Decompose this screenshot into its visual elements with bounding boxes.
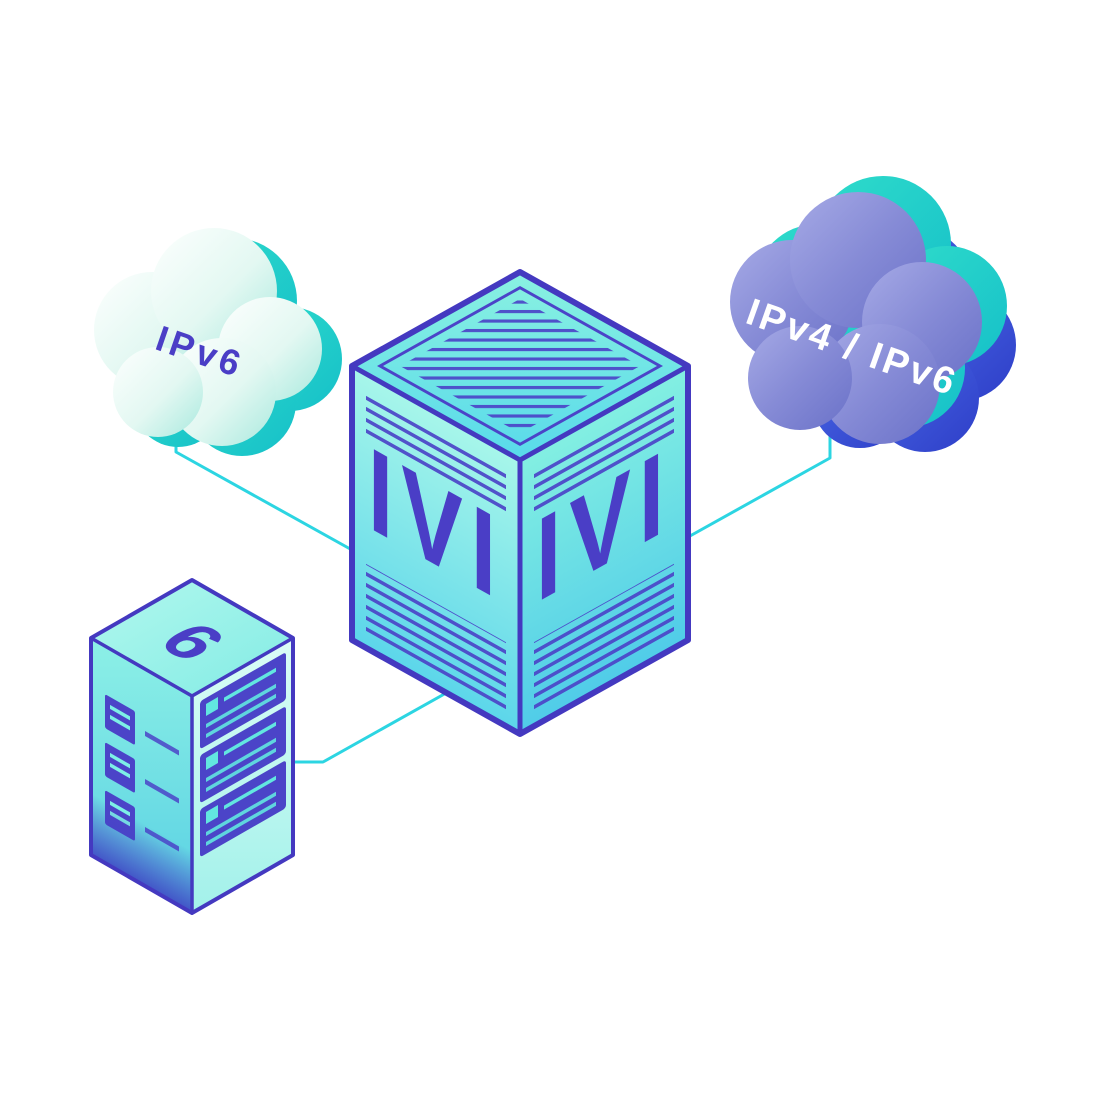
server-bay [105, 742, 179, 804]
server-outline [89, 578, 295, 915]
ivi-box-right-face: IVI [520, 365, 688, 734]
ivi-translator-box: IVI IVI [349, 269, 691, 737]
server-inner-edges [90, 636, 294, 913]
server-drawer [200, 761, 286, 857]
ivi-box-left-stripes-bottom [366, 563, 506, 713]
dual-stack-cloud: IPv4 / IPv6 [730, 176, 1016, 452]
server-left-face-details [91, 694, 192, 914]
server-right-face-details [200, 653, 286, 857]
ivi-box-outline [349, 269, 691, 737]
server-left-face-shadow [91, 793, 192, 914]
ivi-box-inner-edges [350, 363, 690, 734]
ivi-box-top-frame [377, 285, 663, 447]
ivi-box-left-stripes-top [366, 389, 506, 517]
ipv6-server: 6 [89, 578, 295, 915]
server-drawer [200, 653, 286, 749]
server-bay [105, 694, 179, 756]
ivi-box-left-face: IVI [352, 366, 520, 735]
ivi-box-right-stripes-top [534, 389, 674, 517]
ipv6-cloud: IPv6 [94, 228, 342, 456]
ipv6-cloud-front-shape [94, 228, 322, 446]
server-drawer [200, 707, 286, 803]
connector-dualstack-cloud-to-ivi [670, 410, 832, 548]
ivi-box-right-stripes-bottom [534, 563, 674, 713]
dual-stack-cloud-front-shape [730, 192, 982, 444]
